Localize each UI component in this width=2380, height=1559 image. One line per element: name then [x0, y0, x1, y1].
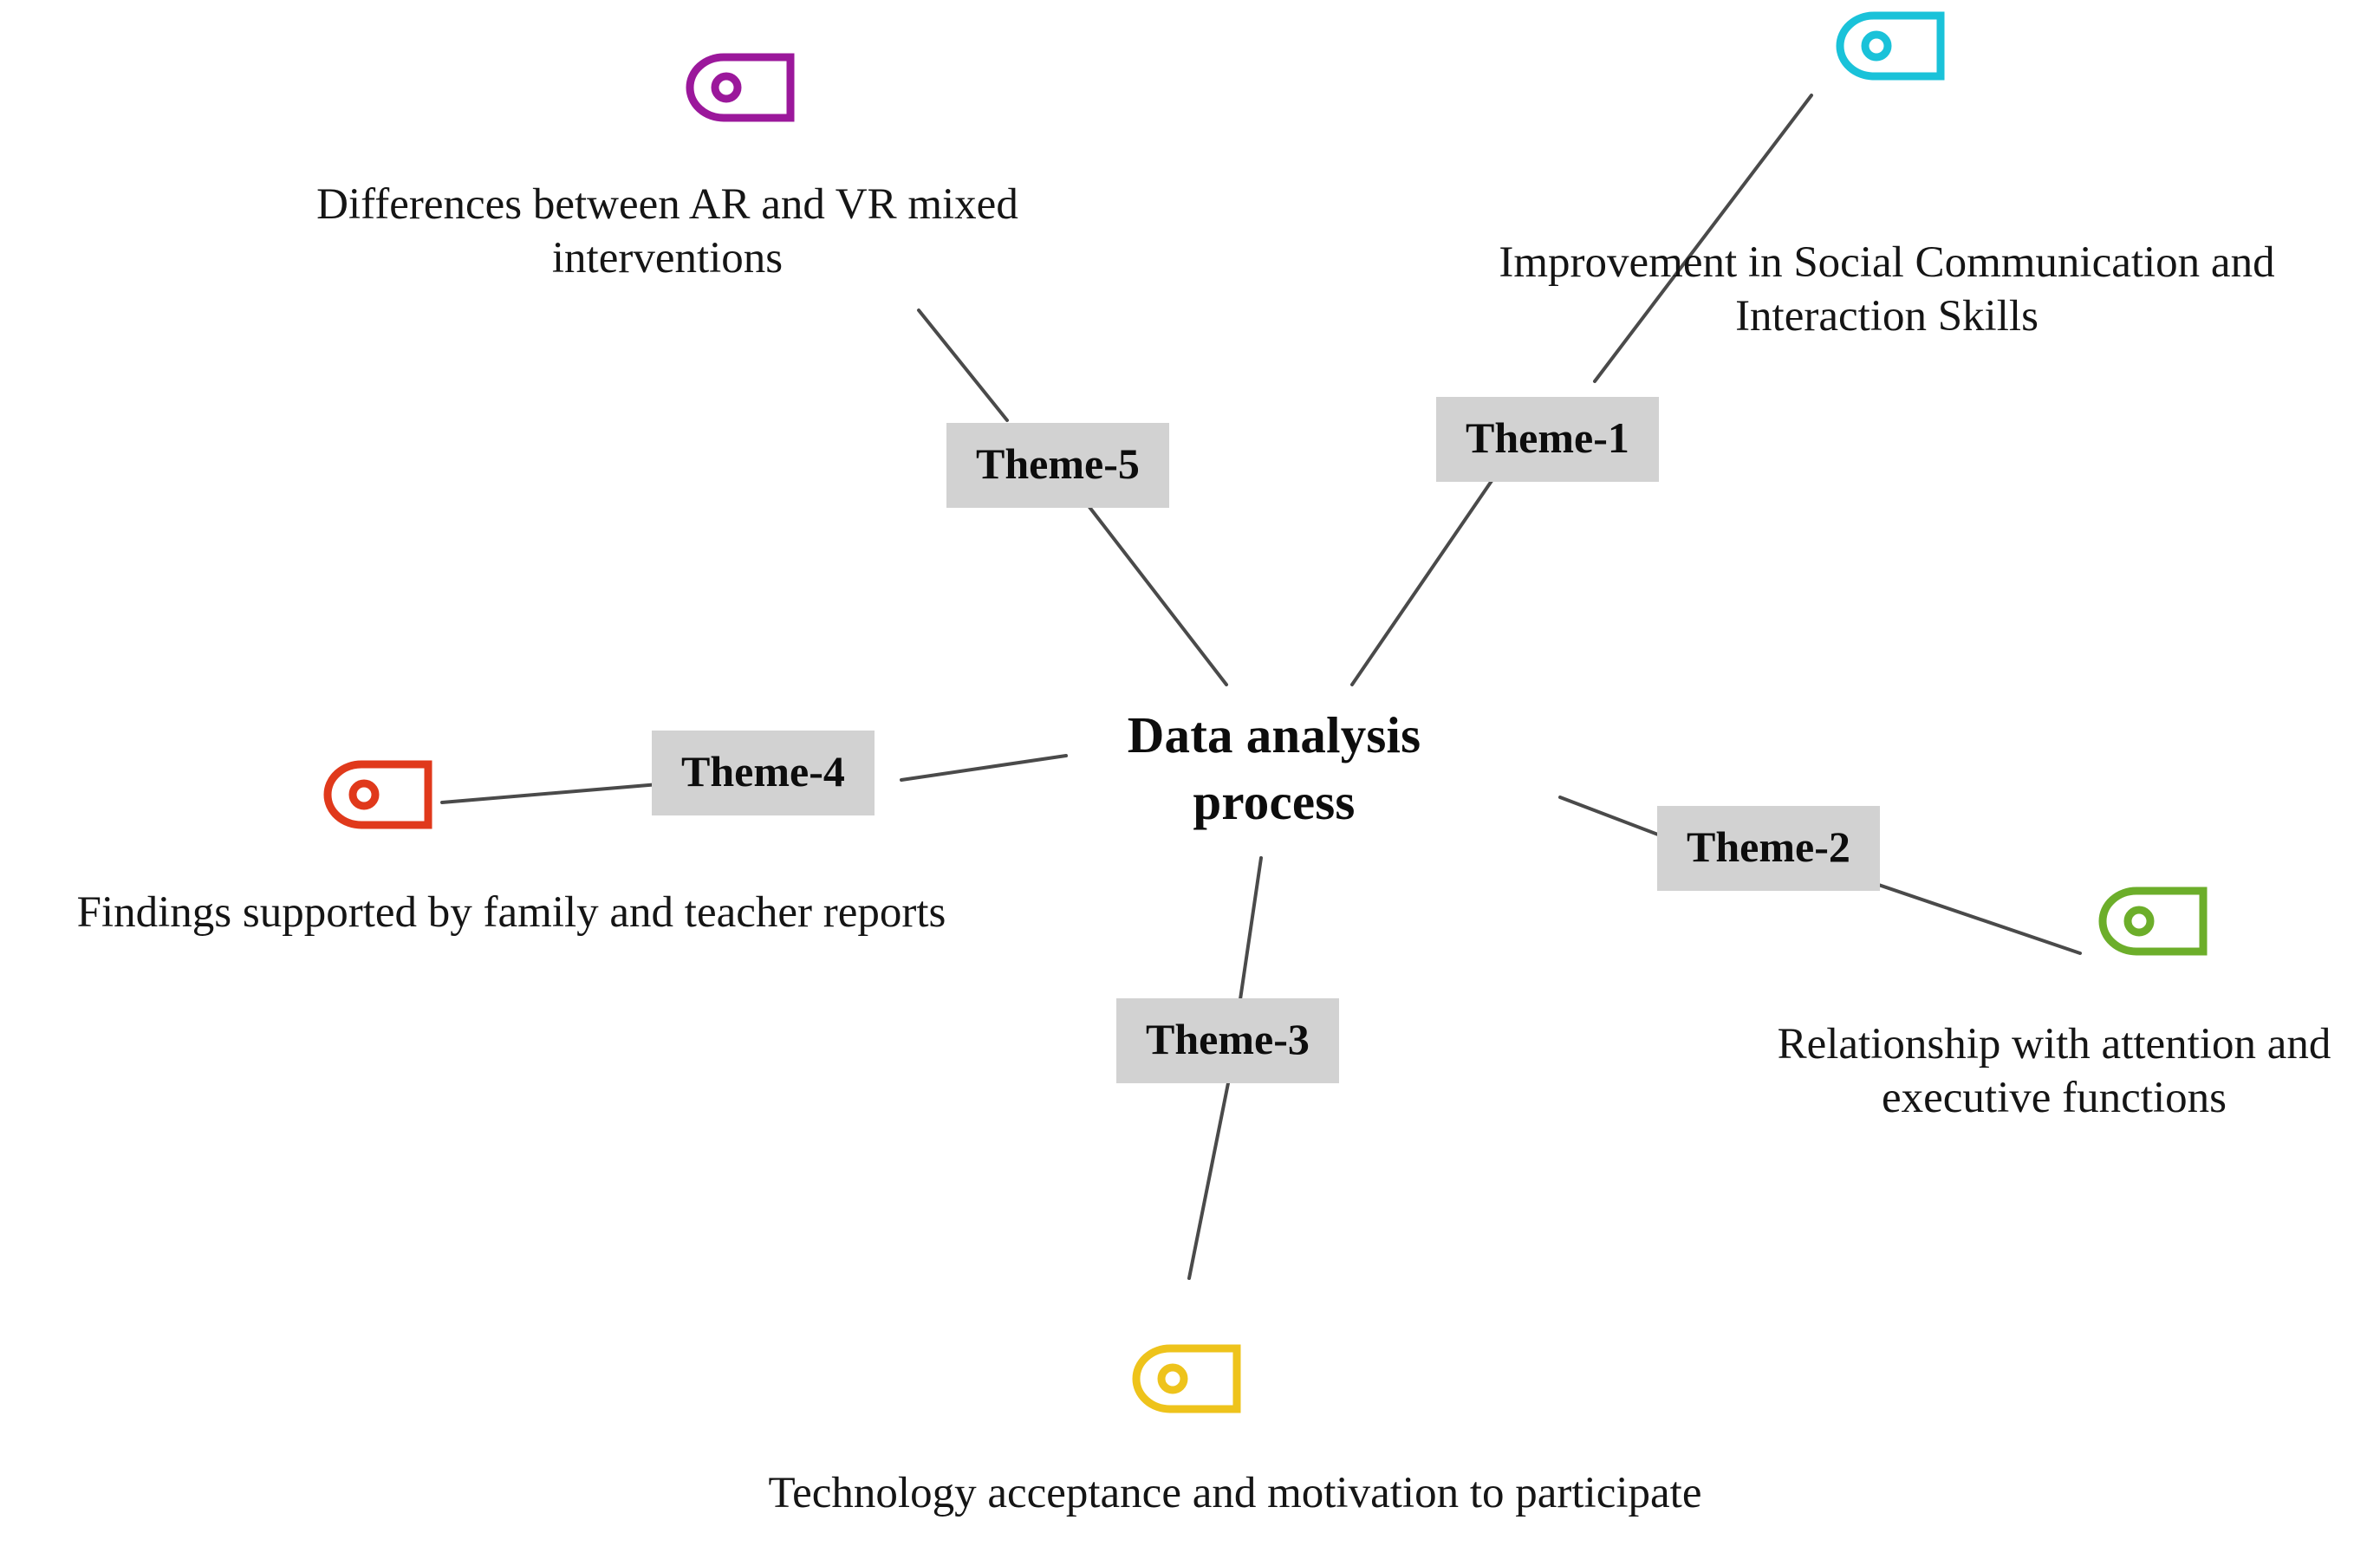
leaf-label-theme-3: Technology acceptance and motivation to … [768, 1469, 1702, 1517]
tag-icon-theme-3 [1131, 1343, 1244, 1414]
leaf-label-theme-4: Findings supported by family and teacher… [76, 888, 946, 937]
tag-icon-theme-1 [1835, 10, 1948, 81]
theme-chip-theme-5[interactable]: Theme-5 [946, 423, 1169, 508]
theme-chip-theme-1[interactable]: Theme-1 [1436, 397, 1659, 482]
edge-theme-1-leaf [1593, 94, 1813, 383]
theme-chip-theme-4[interactable]: Theme-4 [652, 731, 875, 815]
edge-theme-3-leaf [1187, 1077, 1231, 1280]
edge-theme-4-leaf [440, 783, 660, 804]
leaf-label-theme-1: Improvement in Social Communication and … [1499, 238, 2275, 341]
edge-theme-5-leaf [917, 309, 1009, 422]
center-node-data-analysis-process: Data analysis process [1127, 706, 1421, 830]
leaf-label-theme-2: Relationship with attention and executiv… [1777, 1020, 2331, 1123]
leaf-label-theme-5: Differences between AR and VR mixed inte… [316, 180, 1018, 283]
tag-icon-theme-4 [322, 759, 435, 830]
edge-theme-2-leaf [1849, 874, 2082, 955]
edge-center-theme-3 [1238, 856, 1263, 1007]
tag-icon-theme-2 [2097, 886, 2210, 957]
edge-center-theme-5 [1084, 501, 1228, 686]
edge-center-theme-4 [900, 754, 1068, 782]
theme-chip-theme-3[interactable]: Theme-3 [1116, 998, 1339, 1083]
tag-icon-theme-5 [685, 52, 797, 123]
theme-chip-theme-2[interactable]: Theme-2 [1657, 806, 1880, 891]
